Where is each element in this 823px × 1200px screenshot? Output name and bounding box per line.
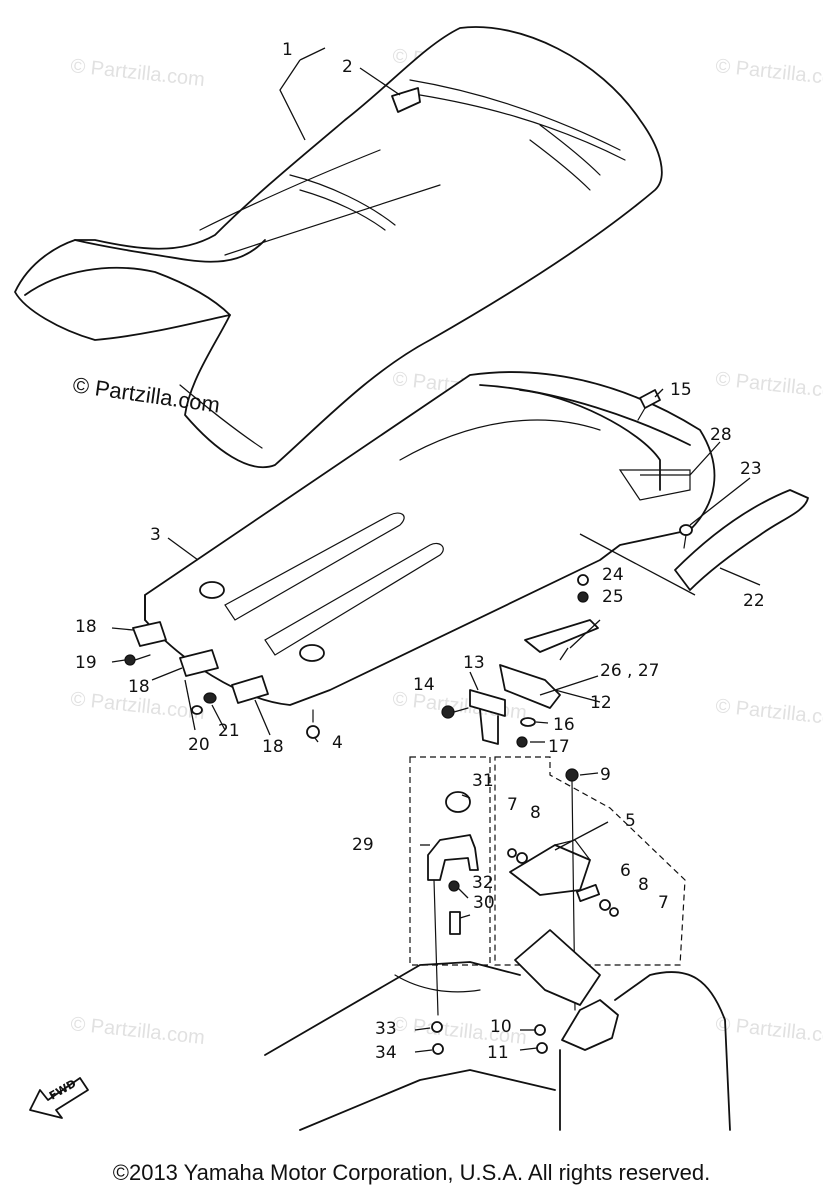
clip-15	[637, 389, 661, 421]
bolt-4	[306, 709, 320, 739]
callout: 9	[600, 765, 611, 785]
watermark: © Partzilla.com	[391, 688, 527, 724]
callout: 13	[463, 653, 485, 673]
callout: 33	[375, 1019, 397, 1039]
callout: 30	[473, 893, 495, 913]
watermark: © Partzilla.com	[714, 1013, 823, 1049]
leader-lines	[111, 47, 761, 1053]
callout: 3	[150, 525, 161, 545]
washer-8-right	[599, 899, 611, 911]
callout: 23	[740, 459, 762, 479]
callout: 24	[602, 565, 624, 585]
seat-part	[14, 26, 663, 469]
callout: 14	[413, 675, 435, 695]
callout: 17	[548, 737, 570, 757]
bolt-14	[441, 705, 469, 719]
trim-strip-22	[674, 489, 809, 591]
screw-19	[124, 654, 151, 666]
plate-26-27	[524, 619, 599, 653]
callout: 31	[472, 771, 494, 791]
watermark: © Partzilla.com	[69, 55, 205, 91]
washer-10	[534, 1024, 546, 1036]
callout: 22	[743, 591, 765, 611]
rivet-23	[679, 524, 693, 549]
bracket-29	[427, 834, 479, 881]
callout: 18	[128, 677, 150, 697]
washer-20	[191, 705, 203, 715]
nut-21	[203, 692, 217, 704]
washer-24	[577, 574, 589, 586]
catch	[561, 999, 619, 1051]
hinge-18	[132, 621, 269, 704]
nut-34	[432, 1043, 444, 1055]
latch-5	[509, 839, 591, 896]
pin-6	[575, 883, 601, 903]
screw-30	[449, 911, 461, 935]
callout: 7	[658, 893, 669, 913]
callout: 7	[507, 795, 518, 815]
watermark: © Partzilla.com	[69, 1013, 205, 1049]
fwd-arrow-icon: FWD	[29, 1077, 89, 1119]
callout: 20	[188, 735, 210, 755]
nut-32	[448, 880, 460, 892]
watermark: © Partzilla.com	[714, 55, 823, 91]
nut-17	[516, 736, 528, 748]
group-box-29	[409, 756, 491, 966]
callout: 2	[342, 57, 353, 77]
callout: 15	[670, 380, 692, 400]
callout-labels: 1 2 3 4 5 6 7 7 8 8 9 10 11 12 13 14 15 …	[75, 40, 765, 1063]
washer-8-left	[516, 852, 528, 864]
callout: 29	[352, 835, 374, 855]
seat-base-part	[144, 371, 716, 706]
watermark: © Partzilla.com	[714, 368, 823, 404]
callout: 4	[332, 733, 343, 753]
callout: 5	[625, 811, 636, 831]
nut-25	[577, 591, 589, 603]
callout: 18	[262, 737, 284, 757]
copyright-footer: ©2013 Yamaha Motor Corporation, U.S.A. A…	[112, 1160, 711, 1185]
callout: 32	[472, 873, 494, 893]
callout: 34	[375, 1043, 397, 1063]
callout: 25	[602, 587, 624, 607]
callout: 1	[282, 40, 293, 60]
washer-33	[431, 1021, 443, 1033]
callout: 8	[638, 875, 649, 895]
nut-11	[536, 1042, 548, 1054]
callout: 19	[75, 653, 97, 673]
callout: 28	[710, 425, 732, 445]
cap-31	[445, 791, 471, 813]
callout: 18	[75, 617, 97, 637]
callout: 21	[218, 721, 240, 741]
hull-deck	[264, 961, 731, 1131]
callout: 11	[487, 1043, 509, 1063]
washer-7-left	[507, 848, 517, 858]
hook-13	[469, 689, 506, 745]
callout: 16	[553, 715, 575, 735]
callout: 6	[620, 861, 631, 881]
callout: 8	[530, 803, 541, 823]
callout: 26 , 27	[600, 661, 659, 681]
bracket-12	[499, 664, 561, 709]
callout: 12	[590, 693, 612, 713]
pin-16	[520, 717, 536, 727]
callout: 10	[490, 1017, 512, 1037]
axis-line	[433, 879, 439, 1016]
washer-7-right	[609, 907, 619, 917]
watermark: © Partzilla.com	[714, 695, 823, 731]
mount-plate	[514, 929, 601, 1006]
